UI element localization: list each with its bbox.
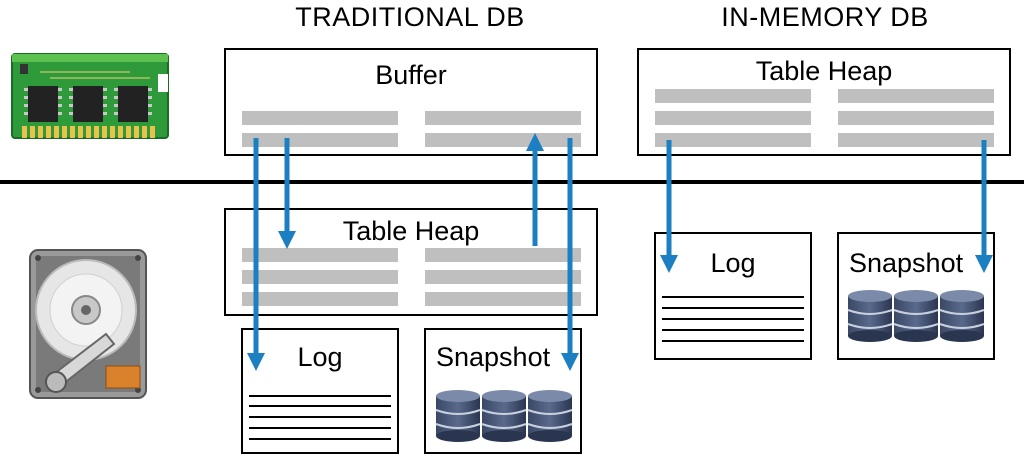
snapshot-label: Snapshot <box>849 248 964 278</box>
log-label: Log <box>710 248 756 278</box>
log-line <box>662 307 804 309</box>
table-heap-bar <box>242 270 398 284</box>
table-heap-bar <box>425 292 581 306</box>
in-memory-heap-bar <box>655 89 811 103</box>
table-heap-bar <box>425 270 581 284</box>
log-line <box>249 427 391 429</box>
in-memory-db-heading: IN-MEMORY DB <box>721 2 929 32</box>
ram-module-icon <box>10 52 170 142</box>
in-memory-heap-bar <box>838 89 994 103</box>
log-label: Log <box>297 342 343 372</box>
memory-disk-divider <box>0 180 1024 184</box>
log-line <box>662 329 804 331</box>
log-line <box>249 438 391 440</box>
database-icon <box>434 388 574 444</box>
buffer-bar <box>242 111 398 125</box>
table-heap-label: Table Heap <box>755 56 893 86</box>
table-heap-bar <box>242 292 398 306</box>
log-line <box>662 318 804 320</box>
buffer-bar <box>425 111 581 125</box>
log-line <box>249 395 391 397</box>
in-memory-heap-bar <box>655 133 811 147</box>
database-icon <box>846 288 986 344</box>
buffer-bar <box>242 133 398 147</box>
in-memory-heap-bar <box>838 133 994 147</box>
in-memory-heap-bar <box>838 111 994 125</box>
buffer-bar <box>425 133 581 147</box>
table-heap-bar <box>425 248 581 262</box>
table-heap-label: Table Heap <box>342 216 480 246</box>
hard-drive-icon <box>28 248 148 400</box>
snapshot-label: Snapshot <box>436 342 551 372</box>
buffer-label: Buffer <box>375 60 447 90</box>
in-memory-heap-bar <box>655 111 811 125</box>
log-line <box>662 340 804 342</box>
traditional-log-document: Log <box>241 328 399 454</box>
log-line <box>662 296 804 298</box>
traditional-db-heading: TRADITIONAL DB <box>295 2 525 32</box>
log-line <box>249 416 391 418</box>
log-line <box>249 405 391 407</box>
table-heap-bar <box>242 248 398 262</box>
